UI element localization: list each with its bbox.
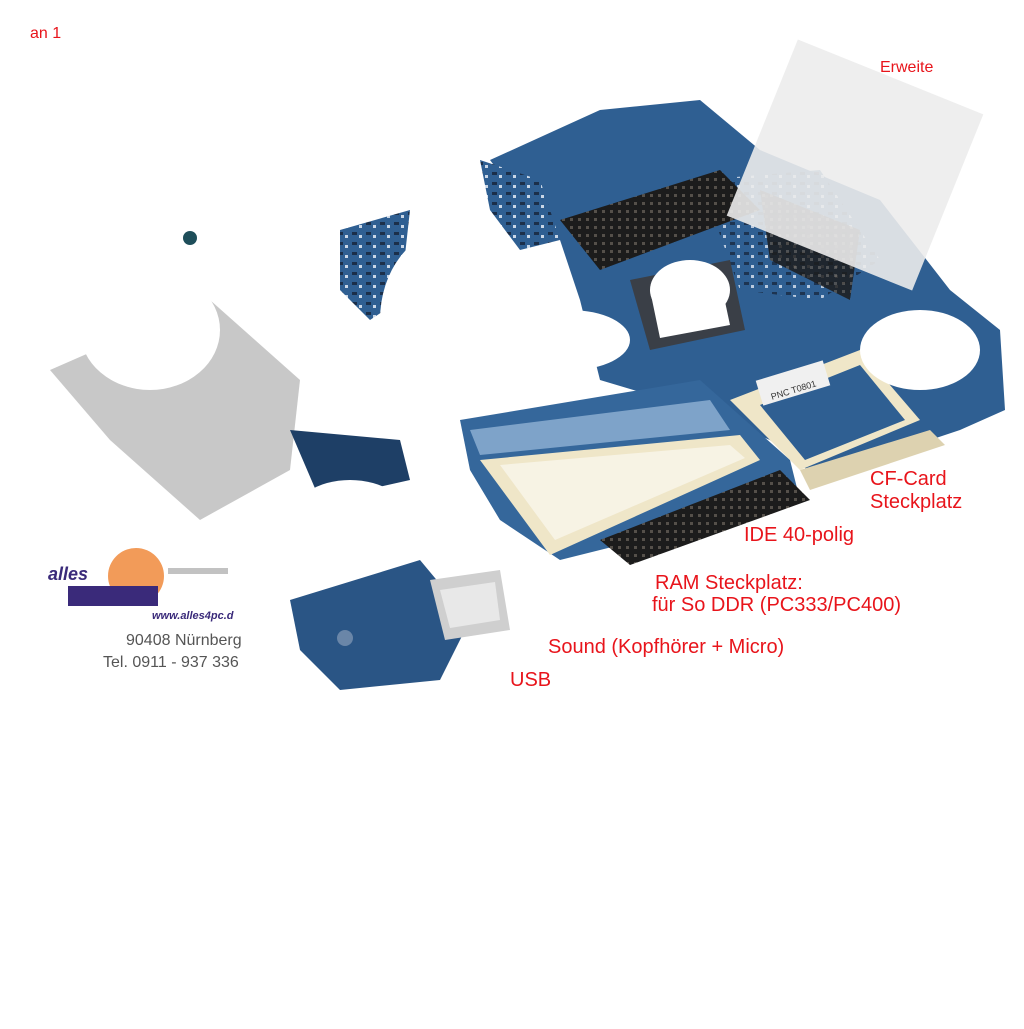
- label-sound: Sound (Kopfhörer + Micro): [548, 636, 785, 658]
- logo-mark: alles: [48, 548, 228, 606]
- label-top-right: Erweite: [880, 59, 934, 76]
- ram-slot: [470, 400, 760, 555]
- logo-url: www.alles4pc.d: [152, 610, 234, 622]
- logo-phone: Tel. 0911 - 937 336: [103, 654, 239, 671]
- label-ide: IDE 40-polig: [744, 524, 855, 546]
- label-cf-card-steckplatz: Steckplatz: [870, 491, 963, 513]
- shop-logo: alles www.alles4pc.d 90408 Nürnberg Tel.…: [48, 528, 258, 678]
- label-usb: USB: [510, 669, 552, 691]
- connectors: [560, 39, 984, 565]
- logo-brand-word: alles: [48, 564, 88, 584]
- label-cf-card: CF-Card: [870, 468, 947, 490]
- logo-address: 90408 Nürnberg: [126, 632, 242, 649]
- label-top-left: an 1: [30, 25, 62, 42]
- cf-card-slot: [730, 350, 945, 490]
- knockout-areas: [80, 230, 980, 660]
- label-ram-type: für So DDR (PC333/PC400): [652, 594, 901, 616]
- usb-port: [430, 570, 510, 640]
- label-ram: RAM Steckplatz:: [655, 572, 803, 594]
